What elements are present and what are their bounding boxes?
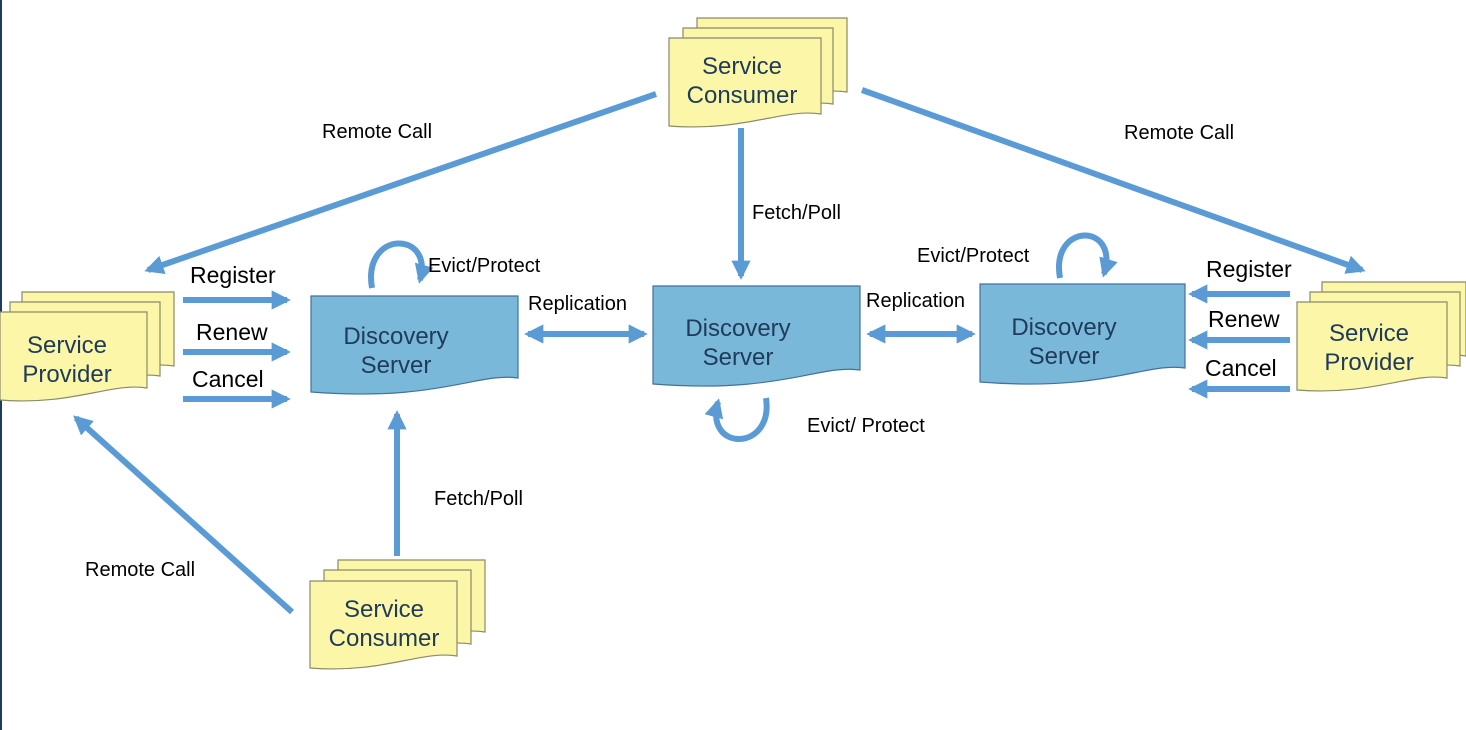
- discovery-server-left-line1: Discovery: [343, 323, 448, 350]
- label-remote-call-top-left: Remote Call: [322, 121, 432, 143]
- service-provider-left-line1: Service: [27, 332, 107, 359]
- discovery-server-center-line2: Server: [703, 344, 774, 371]
- discovery-server-left-line2: Server: [361, 352, 432, 379]
- service-provider-right: Service Provider: [1296, 281, 1466, 392]
- label-evict-protect-right: Evict/Protect: [917, 245, 1030, 267]
- discovery-server-center-line1: Discovery: [685, 315, 790, 342]
- service-provider-right-line2: Provider: [1324, 349, 1413, 376]
- discovery-server-right-line2: Server: [1029, 343, 1100, 370]
- label-fetch-poll-center: Fetch/Poll: [752, 202, 841, 224]
- label-replication-left: Replication: [528, 293, 627, 315]
- service-consumer-top: Service Consumer: [668, 17, 848, 128]
- service-provider-right-line1: Service: [1329, 320, 1409, 347]
- remote-call-arrow-top-left: [144, 91, 657, 275]
- discovery-server-center: Discovery Server: [652, 285, 861, 387]
- discovery-server-right-line1: Discovery: [1011, 314, 1116, 341]
- label-evict-protect-left: Evict/Protect: [428, 255, 541, 277]
- label-evict-protect-center: Evict/ Protect: [807, 415, 925, 437]
- label-renew-right: Renew: [1208, 306, 1280, 332]
- remote-call-arrow-bottom-left: [73, 415, 295, 615]
- service-consumer-top-line2: Consumer: [687, 82, 798, 109]
- service-consumer-bottom: Service Consumer: [309, 559, 486, 670]
- evict-loop-center: [704, 397, 770, 442]
- label-replication-right: Replication: [866, 290, 965, 312]
- label-fetch-poll-bottom: Fetch/Poll: [434, 488, 523, 510]
- evict-loop-left: [368, 240, 434, 289]
- label-remote-call-bottom-left: Remote Call: [85, 559, 195, 581]
- label-register-right: Register: [1206, 256, 1292, 282]
- service-consumer-top-line1: Service: [702, 53, 782, 80]
- discovery-server-right: Discovery Server: [979, 283, 1186, 385]
- remote-call-arrow-top-right: [860, 87, 1366, 274]
- connectors: [73, 87, 1366, 615]
- label-register-left: Register: [190, 262, 276, 288]
- evict-loop-right: [1056, 232, 1118, 279]
- discovery-server-left: Discovery Server: [310, 295, 519, 395]
- service-provider-left: Service Provider: [0, 291, 175, 402]
- label-cancel-right: Cancel: [1205, 355, 1277, 381]
- label-renew-left: Renew: [196, 319, 268, 345]
- service-provider-left-line2: Provider: [22, 361, 111, 388]
- service-consumer-bottom-line1: Service: [344, 596, 424, 623]
- label-remote-call-top-right: Remote Call: [1124, 122, 1234, 144]
- label-cancel-left: Cancel: [192, 366, 264, 392]
- service-consumer-bottom-line2: Consumer: [329, 625, 440, 652]
